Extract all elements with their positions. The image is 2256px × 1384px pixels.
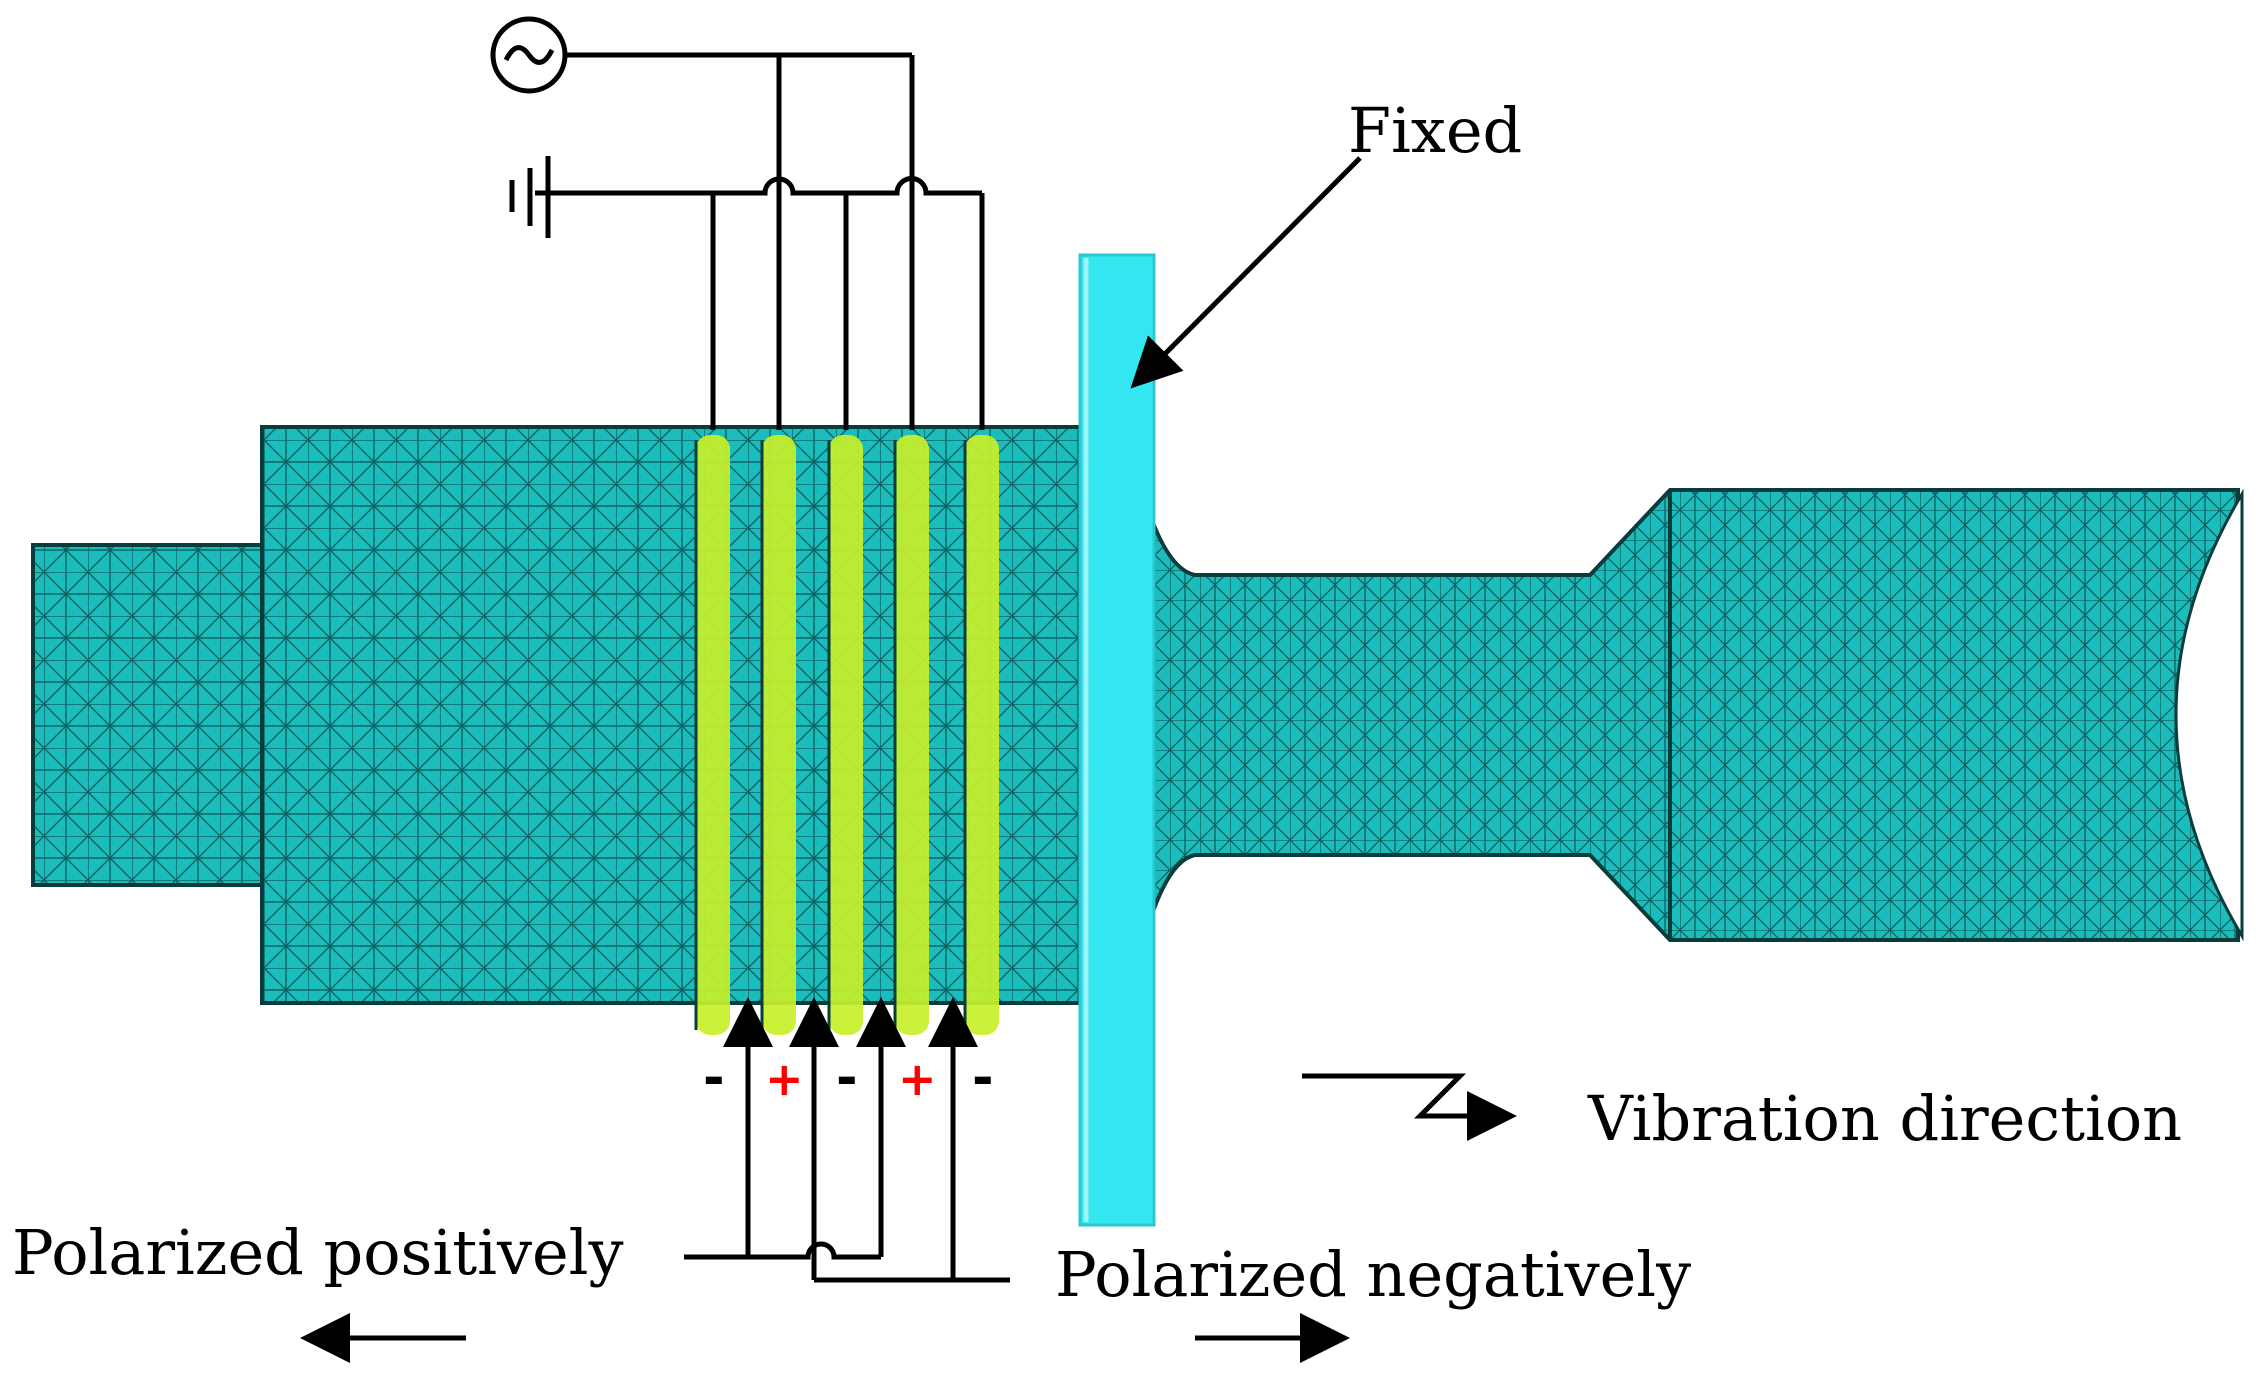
piezo-ring	[694, 435, 730, 1035]
vibration-direction-label: Vibration direction	[1587, 1082, 2182, 1155]
rear-stub-section	[31, 543, 265, 887]
polarity-sign: -	[972, 1048, 994, 1108]
piezo-ring	[963, 435, 999, 1035]
piezo-ring	[827, 435, 863, 1035]
polarity-sign: +	[898, 1052, 937, 1106]
vibration-direction-arrow	[1302, 1073, 1517, 1141]
polarized-positively-label: Polarized positively	[12, 1216, 624, 1289]
piezo-ring	[760, 435, 796, 1035]
fixed-flange	[1078, 253, 1156, 1227]
horn-neck-section	[1148, 488, 2240, 942]
polarity-sign: +	[765, 1052, 804, 1106]
polarized-negatively-label: Polarized negatively	[1055, 1238, 1691, 1311]
top-wiring	[535, 52, 985, 430]
horn-tip-concave	[2174, 488, 2244, 942]
fixed-annotation: Fixed	[1130, 94, 1522, 389]
back-mass-section	[260, 425, 1084, 1005]
polarity-sign: -	[836, 1048, 858, 1108]
polarity-sign: -	[703, 1048, 725, 1108]
polarity-signs: -+-+-	[703, 1048, 994, 1108]
fixed-label: Fixed	[1348, 94, 1522, 167]
ac-source-icon	[490, 16, 568, 94]
bottom-wiring	[684, 997, 1010, 1283]
piezo-ring-stack	[694, 435, 999, 1035]
ground-icon	[509, 156, 551, 238]
transducer-body	[31, 425, 2244, 1005]
piezo-ring	[893, 435, 929, 1035]
